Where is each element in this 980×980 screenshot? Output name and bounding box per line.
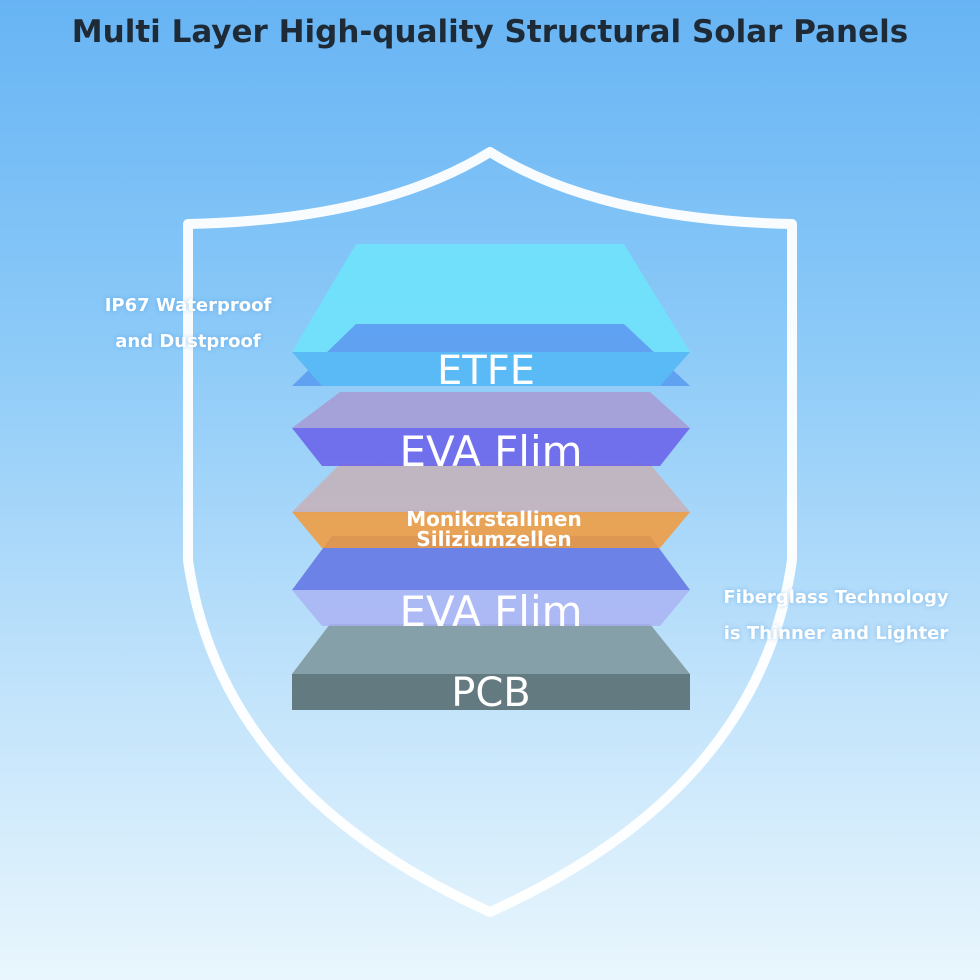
feature-waterproof-line2: and Dustproof [115, 331, 261, 352]
feature-fiberglass-line1: Fiberglass Technology [723, 587, 949, 608]
layer-eva-bottom [292, 536, 690, 626]
layer-pcb [292, 624, 690, 710]
feature-fiberglass: Fiberglass Technology is Thinner and Lig… [700, 580, 972, 652]
label-pcb: PCB [451, 670, 531, 716]
label-eva-bottom: EVA Flim [399, 587, 582, 636]
label-cells-line2: Siliziumzellen [416, 527, 571, 551]
feature-waterproof: IP67 Waterproof and Dustproof [78, 288, 298, 360]
feature-waterproof-line1: IP67 Waterproof [104, 295, 272, 316]
page-title: Multi Layer High-quality Structural Sola… [71, 14, 909, 50]
label-eva-top: EVA Flim [399, 427, 582, 476]
label-etfe: ETFE [437, 348, 535, 394]
feature-fiberglass-line2: is Thinner and Lighter [723, 623, 949, 644]
layer-eva-top [292, 392, 690, 466]
layer-etfe [292, 244, 690, 386]
layer-cells [292, 464, 690, 548]
label-cells-line1: Monikrstallinen [406, 507, 581, 531]
shield-icon [183, 147, 797, 917]
